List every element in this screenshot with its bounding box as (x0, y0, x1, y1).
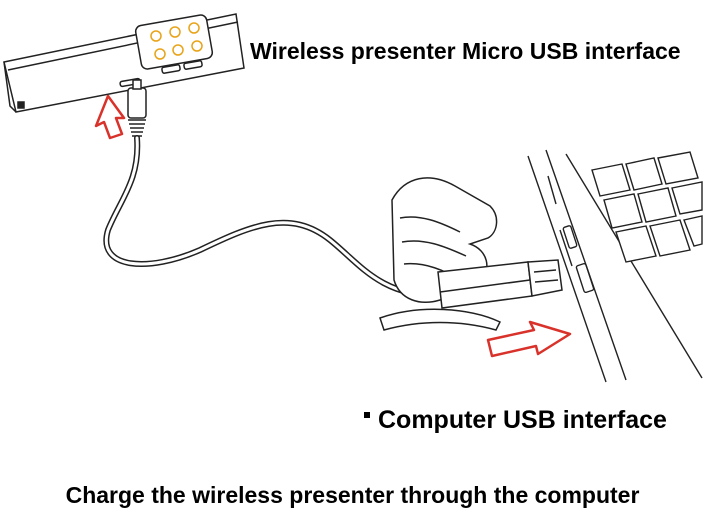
hand-icon (379, 177, 502, 331)
cable-icon (103, 135, 443, 299)
arrow-right-icon (486, 320, 572, 358)
keyboard-keys-icon (591, 151, 703, 263)
arrow-up-icon (94, 94, 126, 140)
bullet-icon (364, 412, 370, 419)
presenter-icon (3, 13, 245, 113)
usb-a-plug-icon (437, 259, 563, 309)
micro-usb-plug-icon (127, 79, 147, 137)
computer-usb-label: Computer USB interface (364, 402, 667, 438)
button-panel-icon (134, 14, 214, 74)
micro-usb-label: Wireless presenter Micro USB interface (250, 38, 681, 64)
diagram-caption: Charge the wireless presenter through th… (65, 482, 640, 508)
laptop-icon (527, 149, 703, 383)
computer-usb-label-text: Computer USB interface (378, 406, 667, 434)
